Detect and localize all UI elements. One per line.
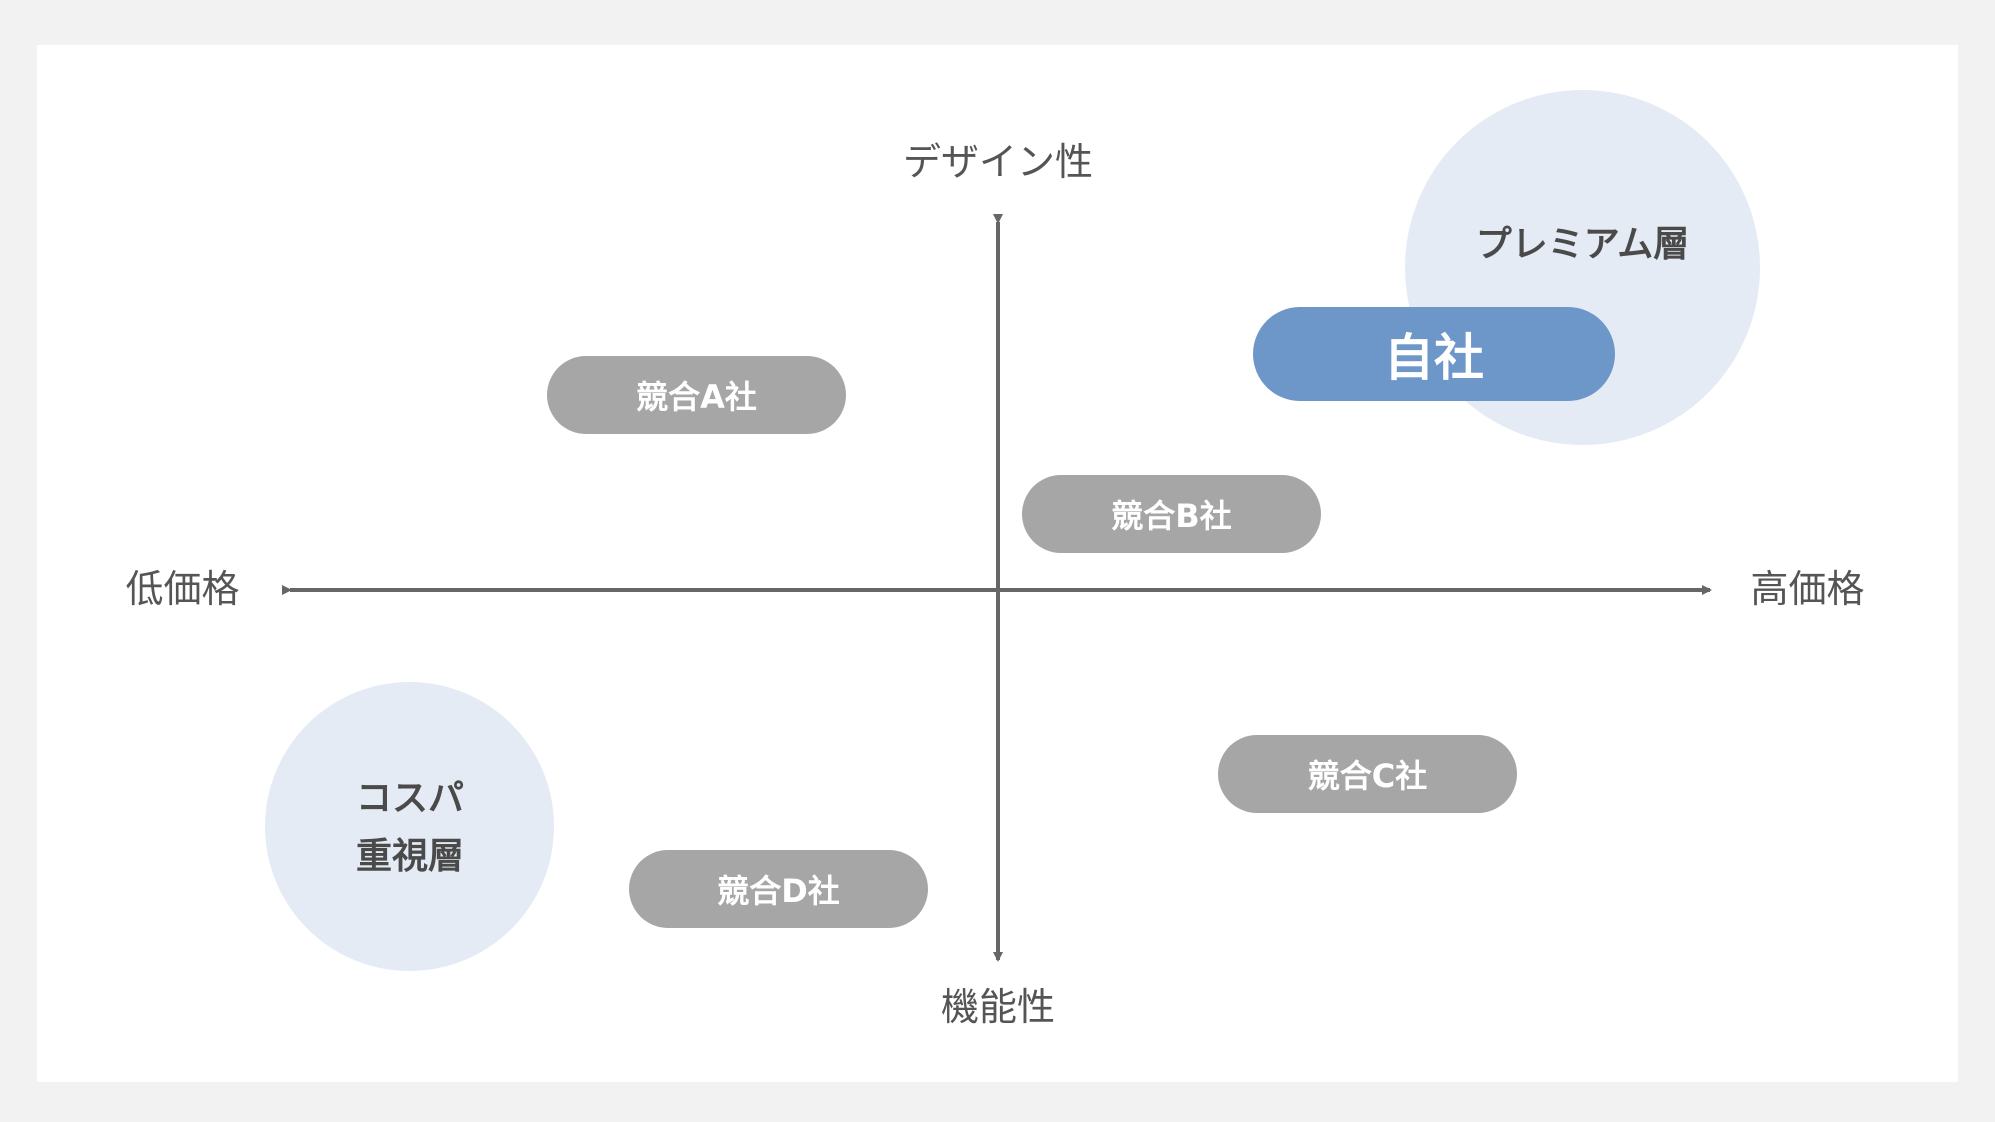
value-segment-label: コスパ 重視層 [355, 778, 464, 877]
competitor-b-pill: 競合B社 [1022, 475, 1321, 553]
competitor-d-pill: 競合D社 [629, 850, 928, 928]
competitor-a-pill: 競合A社 [547, 356, 846, 434]
axis-label-top: デザイン性 [902, 140, 1093, 184]
axis-label-right: 高価格 [1750, 567, 1865, 611]
axis-label-left: 低価格 [125, 567, 240, 611]
premium-segment-label: プレミアム層 [1475, 224, 1690, 265]
own-company-pill: 自社 [1253, 307, 1615, 401]
competitor-c-pill: 競合C社 [1218, 735, 1517, 813]
axis-label-bottom: 機能性 [940, 985, 1055, 1029]
value-segment-circle [265, 682, 554, 971]
